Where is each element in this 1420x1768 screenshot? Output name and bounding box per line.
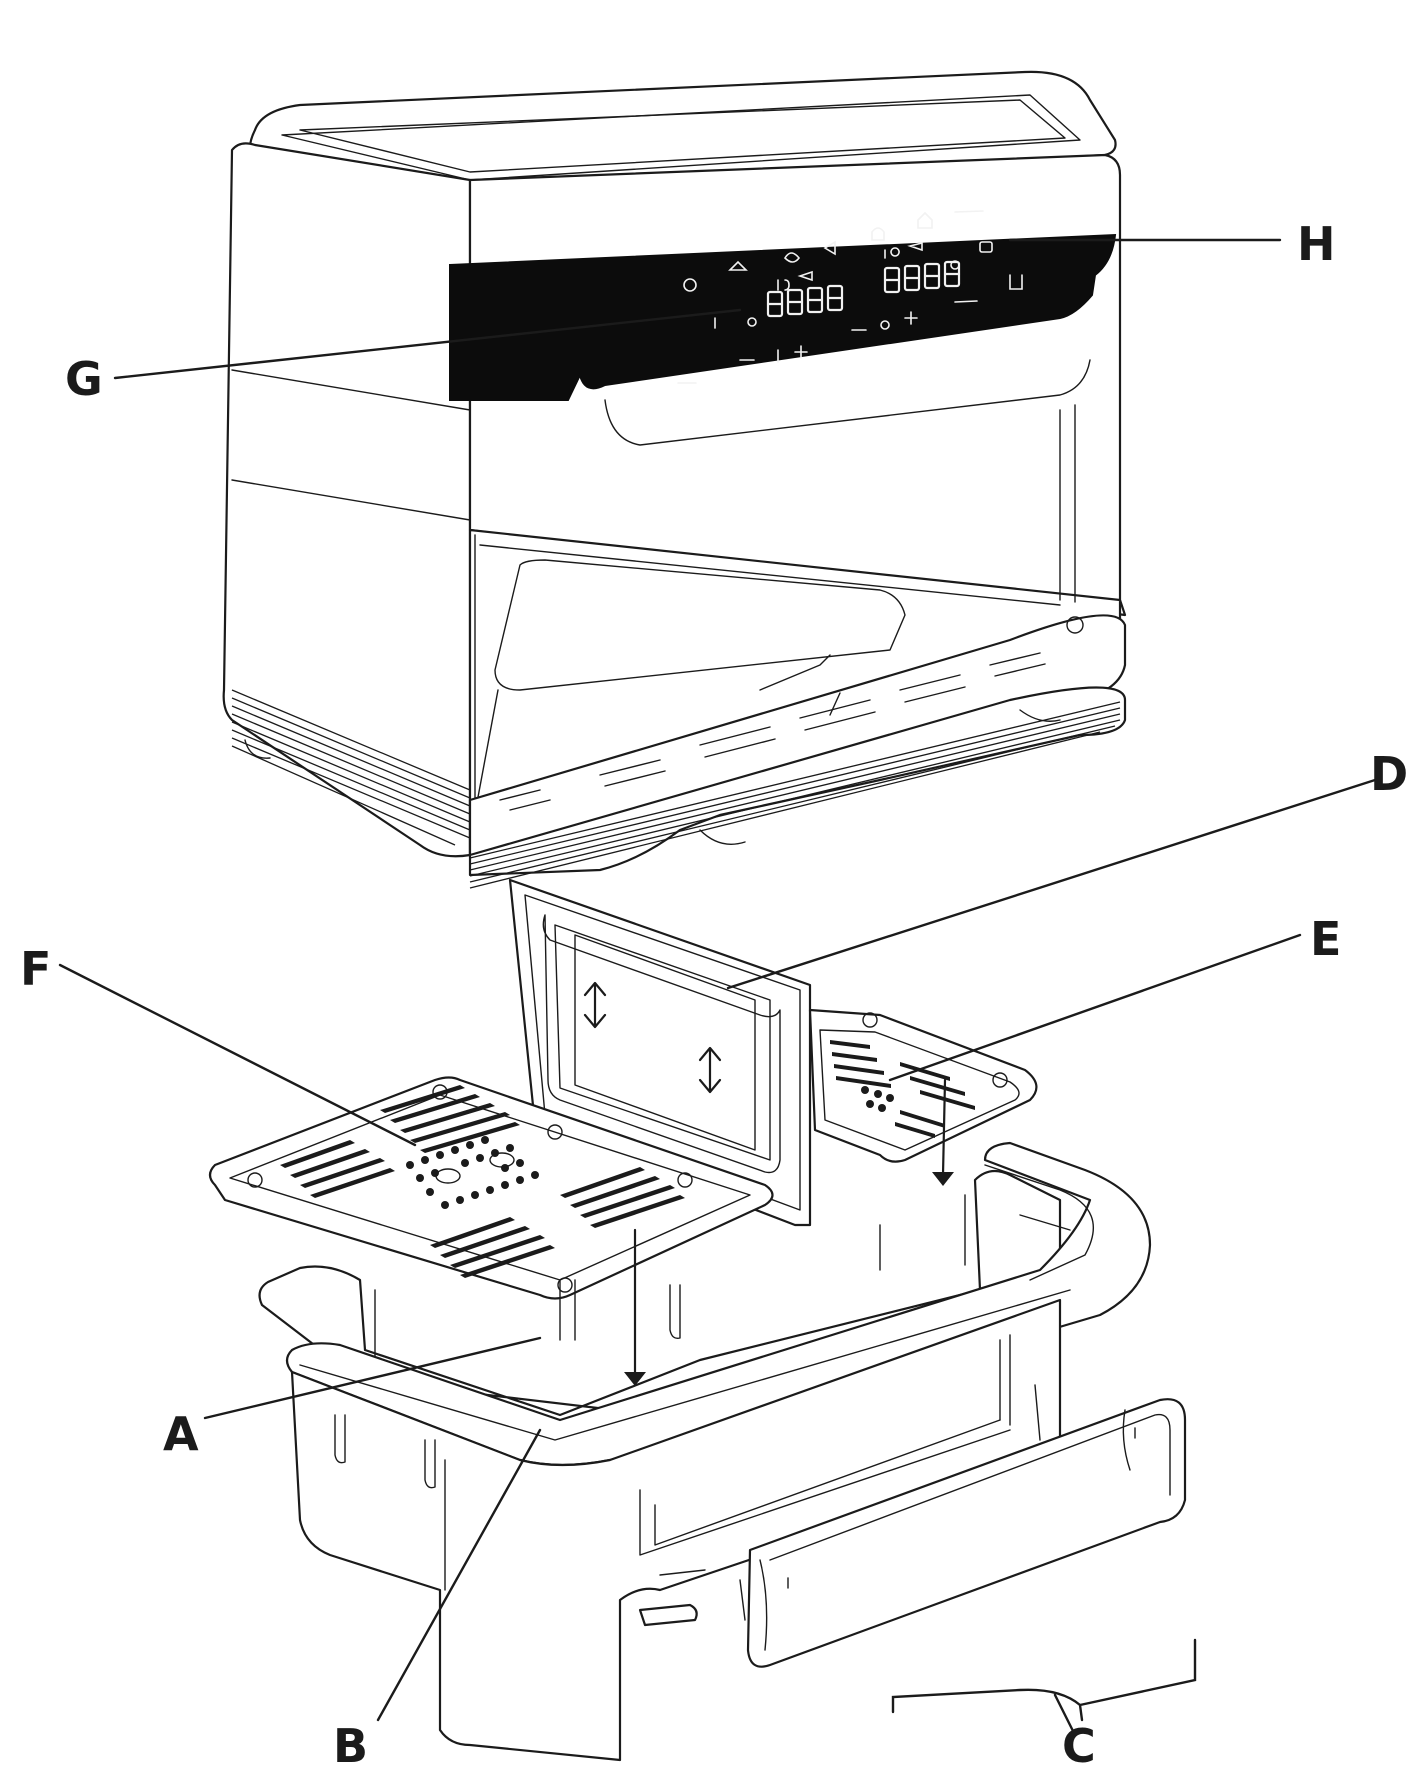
label-d: D xyxy=(1370,747,1408,801)
label-a: A xyxy=(163,1407,199,1461)
left-plate-slots xyxy=(280,1085,685,1278)
left-vent-grille xyxy=(231,689,471,846)
basket-rim xyxy=(285,1141,1152,1467)
basket-outer-wall xyxy=(290,1298,1062,1762)
floor-slots xyxy=(499,616,1084,811)
label-h: H xyxy=(1297,217,1336,271)
right-zone-display xyxy=(883,260,961,294)
leader-d xyxy=(726,778,1377,990)
right-zone-icons xyxy=(851,210,1023,331)
basket xyxy=(258,1141,1187,1762)
right-plate-slots xyxy=(830,1040,975,1138)
left-plate-holes xyxy=(406,1136,539,1209)
part-labels: G H D E F A B C xyxy=(20,217,1408,1768)
label-e: E xyxy=(1310,912,1341,966)
leader-lines xyxy=(58,238,1377,1737)
label-f: F xyxy=(20,942,51,996)
label-b: B xyxy=(333,1719,368,1768)
basket-handle xyxy=(746,1398,1187,1668)
leader-c-bracket xyxy=(891,1638,1197,1722)
right-crisper-plate xyxy=(808,1008,1038,1186)
left-zone-display xyxy=(766,284,844,318)
left-zone-icons xyxy=(677,240,836,384)
leader-e xyxy=(888,933,1302,1082)
divider-arrow-left-icon xyxy=(583,981,607,1029)
leader-f xyxy=(58,963,417,1147)
divider-arrow-right-icon xyxy=(698,1046,722,1094)
label-g: G xyxy=(65,352,103,406)
leader-g xyxy=(113,308,742,380)
air-fryer-main-unit xyxy=(222,70,1127,889)
leader-a xyxy=(203,1336,542,1420)
control-panel xyxy=(449,233,1117,401)
leader-b xyxy=(376,1428,542,1722)
left-crisper-plate xyxy=(208,1076,774,1386)
label-c: C xyxy=(1062,1719,1096,1768)
base-vent-grille xyxy=(468,686,1127,889)
